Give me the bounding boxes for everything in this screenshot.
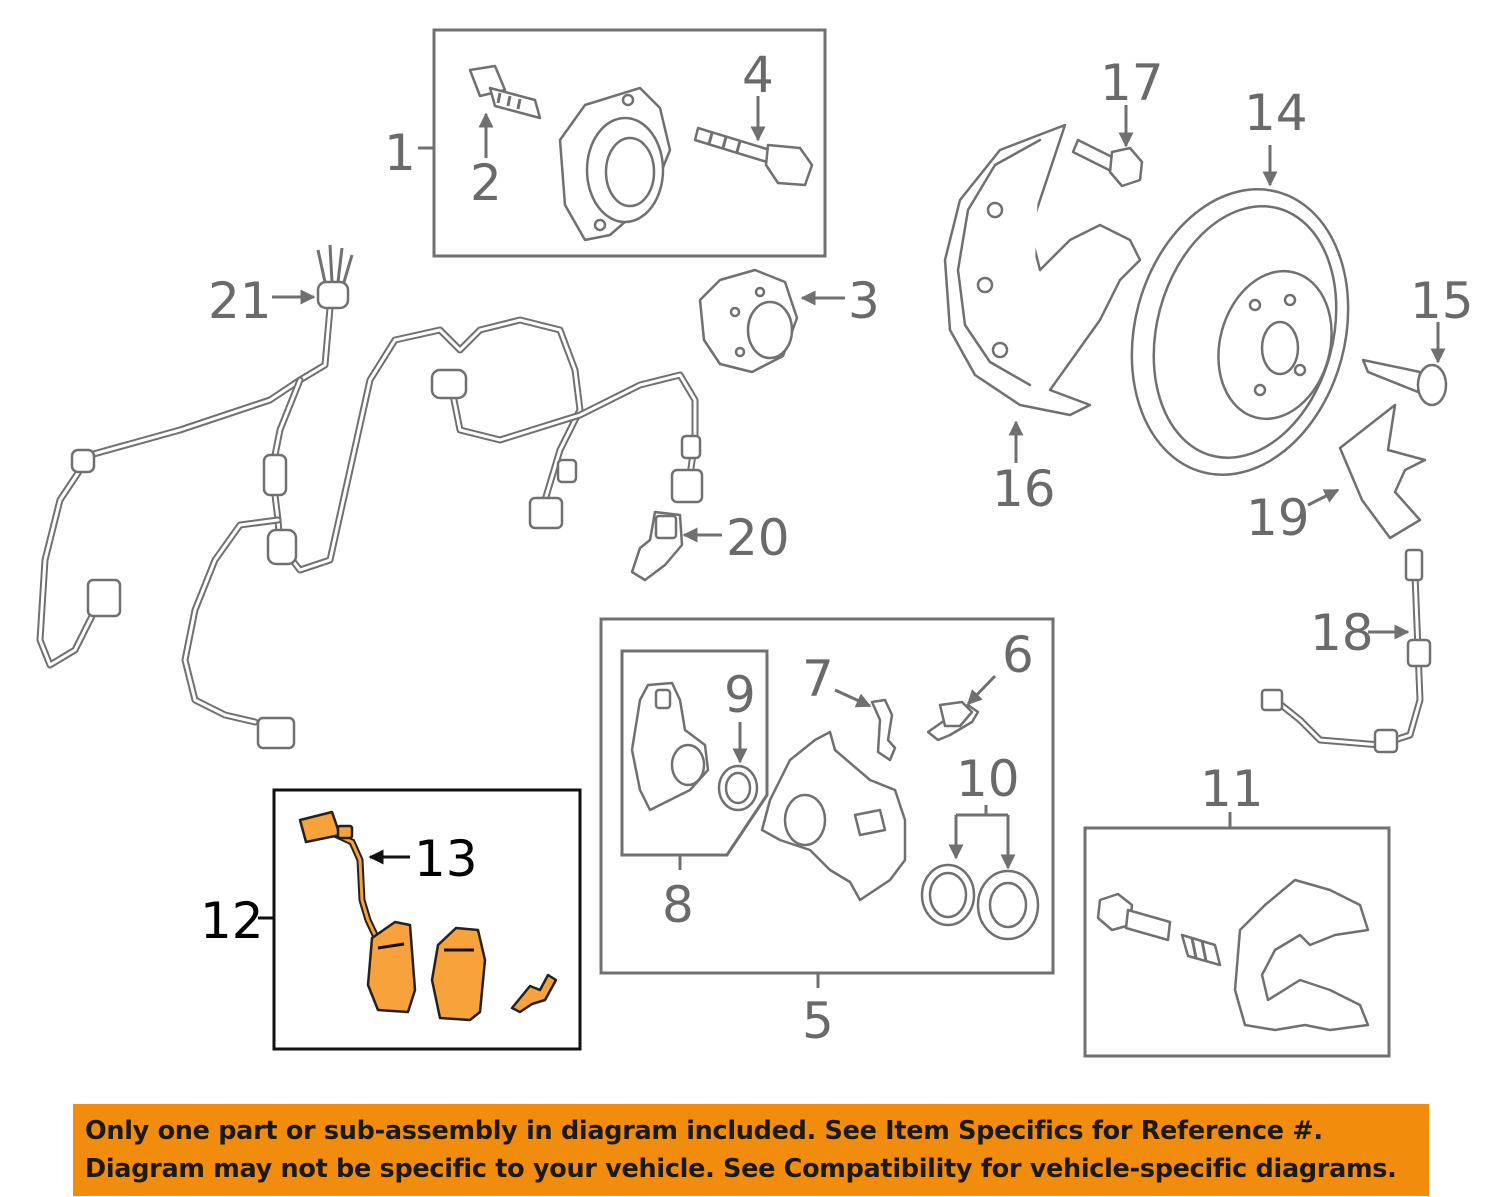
- anti-rattle-clip: [510, 973, 558, 1014]
- callout-12: 12: [200, 892, 264, 950]
- callout-18: 18: [1310, 604, 1374, 662]
- caliper-carrier-group: [1083, 812, 1391, 1058]
- splash-shield-16: [943, 123, 1142, 417]
- wheel-bearing: [558, 86, 672, 242]
- wheel-hub-3: [698, 268, 799, 374]
- callout-6: 6: [1002, 626, 1034, 684]
- group-11-box: [1083, 826, 1391, 1058]
- callout-3: 3: [848, 272, 880, 330]
- piston-seal-10b: [976, 869, 1040, 941]
- wear-sensor-13: [298, 810, 354, 844]
- disclaimer-line-1: Only one part or sub-assembly in diagram…: [85, 1116, 1323, 1146]
- callout-labels: 1 2 3 4 5 6 7 8 9 10 11 12 13 14 15 16 1…: [200, 46, 1474, 1050]
- caliper-carrier: [1233, 878, 1370, 1032]
- group-8-box: [620, 649, 769, 857]
- callout-7: 7: [802, 650, 834, 708]
- piston-seal-10a: [920, 863, 976, 927]
- brake-hose-18: [1260, 548, 1432, 754]
- bolt-4: [693, 126, 814, 187]
- bleeder-valve-6: [926, 700, 980, 742]
- guide-pin-sleeve: [1180, 933, 1222, 967]
- abs-wiring-harness: [36, 244, 704, 750]
- callout-10: 10: [956, 750, 1020, 808]
- speed-sensor-20: [630, 510, 684, 582]
- rotor-screw-15: [1361, 358, 1448, 407]
- disclaimer-line-2: Diagram may not be specific to your vehi…: [85, 1154, 1397, 1184]
- callout-17: 17: [1100, 54, 1164, 112]
- seal-9: [717, 764, 759, 812]
- callout-11: 11: [1200, 760, 1264, 818]
- callout-9: 9: [724, 666, 756, 724]
- caliper-assembly-group: [599, 617, 1055, 988]
- brake-rotor-14: [1130, 188, 1350, 476]
- callout-16: 16: [992, 460, 1056, 518]
- callout-1: 1: [384, 124, 416, 182]
- callout-20: 20: [726, 509, 790, 567]
- caliper-motor-8: [630, 681, 710, 812]
- brake-pad-set-group: [258, 788, 582, 1051]
- hub-bolt-2: [468, 64, 542, 120]
- shield-bolt-17: [1071, 138, 1144, 188]
- group-1-box: [432, 28, 827, 258]
- hub-bearing-assembly-group: [418, 28, 827, 258]
- callout-13: 13: [414, 830, 478, 888]
- group-5-box: [599, 617, 1055, 975]
- callout-4: 4: [742, 46, 774, 104]
- brake-pad-outer: [430, 926, 487, 1022]
- bleeder-cap-7: [870, 698, 897, 762]
- callout-14: 14: [1244, 84, 1308, 142]
- callout-5: 5: [802, 992, 834, 1050]
- bracket-19: [1338, 403, 1427, 540]
- brake-pad-inner: [366, 920, 417, 1014]
- callout-2: 2: [470, 154, 502, 212]
- disclaimer-banner: Only one part or sub-assembly in diagram…: [73, 1104, 1429, 1196]
- caliper-housing: [760, 730, 907, 902]
- callout-21: 21: [208, 272, 272, 330]
- callout-19: 19: [1246, 489, 1310, 547]
- carrier-bolt: [1096, 892, 1172, 942]
- callout-8: 8: [662, 876, 694, 934]
- callout-15: 15: [1410, 272, 1474, 330]
